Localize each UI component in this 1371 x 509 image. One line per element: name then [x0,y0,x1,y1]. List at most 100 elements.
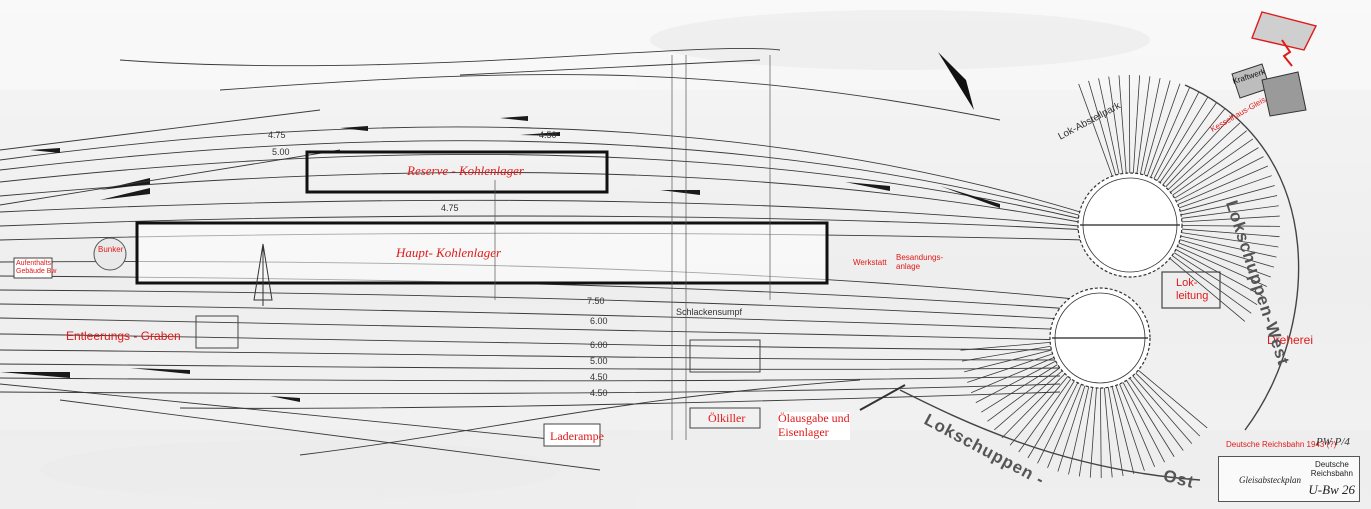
turntable-track [1153,91,1200,180]
signature: PW P/4 [1316,436,1350,448]
dimension-label: 4.50 [590,388,608,398]
turntable-track [1111,386,1135,474]
turntable-track [1068,386,1090,475]
kraftwerk-building [1231,11,1318,117]
turntable-track [1146,83,1181,177]
turntable-track [1169,258,1246,322]
dimension-label: 6.00 [590,316,608,326]
title-block-org: Deutsche Reichsbahn [1310,460,1353,478]
turntable-track [1126,380,1175,457]
turntable-track [967,353,1053,383]
turntable-track [1009,376,1069,446]
label-besandung: Besandungs- anlage [896,253,944,272]
dimension-label: 5.00 [272,147,290,157]
turntable-track [975,360,1056,403]
turntable-track [1180,185,1275,212]
label-haupt-kohlenlager: Haupt- Kohlenlager [396,245,502,260]
turntable-upper [1077,74,1280,322]
label-dreherei: Dreherei [1267,333,1314,347]
label-entleerungs-graben: Entleerungs - Graben [66,329,181,343]
main-coal-box [135,221,829,285]
vertical-guides [494,55,771,440]
label-bunker: Bunker [98,245,124,254]
turntable-track [1143,80,1171,176]
turntable-track [1119,383,1156,468]
turntable-track [1118,75,1127,174]
dimension-label: 7.50 [587,296,605,306]
turntable-track [1180,195,1278,216]
turntable-track [1172,138,1254,196]
turntable-track [1001,373,1066,439]
turntable-track [1167,122,1241,190]
turntable-track [1138,369,1208,429]
turntable-track [1057,385,1086,472]
turntable-track [987,367,1061,422]
turntable-track [1174,147,1259,199]
label-lok-leitung: Lok- leitung [1176,277,1209,302]
small-structures [13,257,761,447]
turntable-track [1162,108,1226,185]
switch-frogs [0,116,1000,402]
turntable-track [1159,102,1217,183]
turntable-track [994,370,1063,431]
roundhouse-outer-wall [1184,84,1300,431]
label-reserve-kohlenlager: Reserve - Kohlenlager [407,163,524,178]
turntable-track [1181,228,1280,238]
turntable-track [1180,235,1277,258]
turntable-track [1100,387,1102,478]
turntable-track [1179,239,1275,268]
turntable-track [1135,372,1201,437]
dimension-label: 6.00 [590,340,608,350]
dimension-label: 4.75 [268,130,286,140]
label-aufenthalts: Aufenthalts- Gebäude Bw [16,260,57,276]
turntable-track [1181,232,1279,248]
turntable-track [1136,76,1151,174]
lok-leitung-box [1161,271,1221,309]
turntable-track [1132,375,1193,444]
turntable-track [1140,77,1161,175]
turntable-track [1177,245,1267,287]
bunker-circle [93,237,127,271]
turntable-track [964,349,1052,373]
turntable-track [1088,80,1117,176]
turntable-track [1156,96,1209,181]
turntable-track [1150,87,1190,178]
turntable-track [1103,387,1113,478]
turntable-track [960,341,1051,351]
reserve-coal-box [305,150,609,194]
turntable-track [1171,255,1252,314]
crane-gantry [253,243,273,306]
turntable-track [961,345,1051,362]
turntable-track [1173,252,1258,306]
turntable-track [1175,249,1263,297]
dimension-label: 5.00 [590,356,608,366]
turntable-track [1018,378,1072,453]
roundhouse-lower-wall [899,389,1201,481]
turntable-track [1165,115,1233,188]
label-oelkiller: Ölkiller [708,411,746,425]
label-schlackensumpf: Schlackensumpf [676,307,743,317]
dimension-label: 4.50 [590,372,608,382]
reichsbahn-stamp: Deutsche Reichsbahn 1943 (?) [1226,440,1337,449]
turntable-track [1122,382,1165,463]
turntable-lower [960,287,1208,478]
turntable-track [1181,225,1280,227]
label-oelausgabe: Ölausgabe und Eisenlager [778,411,850,440]
turntable-track [1178,242,1271,278]
left-leads [0,59,761,471]
turntable-track [1078,83,1113,177]
dimension-label: 4.75 [441,203,459,213]
dimension-label: 4.50 [539,130,557,140]
turntable-track [1107,387,1124,477]
title-block-main: Gleisabsteckplan [1239,475,1301,485]
label-werkstatt: Werkstatt [853,258,887,267]
turntable-track [1115,385,1145,471]
turntable-track [1098,78,1120,175]
label-laderampe: Laderampe [550,429,604,443]
title-block-number: U-Bw 26 [1308,482,1355,497]
turntable-track [970,357,1055,394]
turntable-track [981,364,1058,413]
